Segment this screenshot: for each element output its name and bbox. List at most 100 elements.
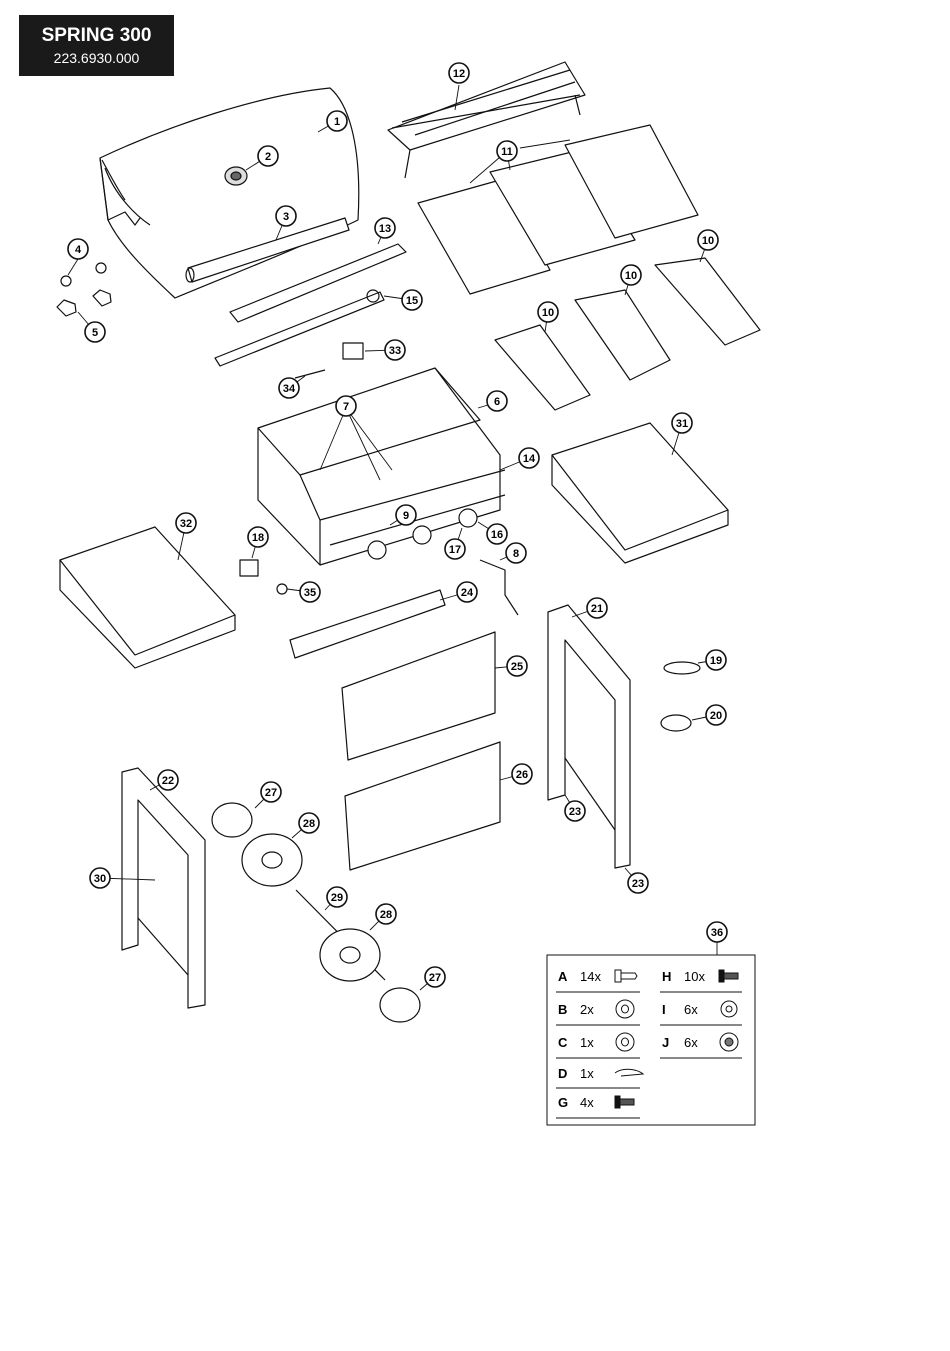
left-side-shelf [60, 527, 235, 668]
cooking-grates [418, 125, 698, 294]
electrode-wire [295, 370, 325, 378]
callout-22: 22 [158, 770, 178, 790]
hinge-pins [57, 290, 111, 316]
callout-label: 26 [516, 769, 528, 781]
hubcap-lower [380, 988, 420, 1022]
callout-label: 7 [343, 401, 349, 413]
callout-24: 24 [457, 582, 477, 602]
callout-9: 9 [396, 505, 416, 525]
callout-16: 16 [487, 524, 507, 544]
ignitor-button [240, 560, 258, 576]
callout-label: 34 [283, 383, 296, 395]
callout-label: 6 [494, 396, 500, 408]
callout-33: 33 [385, 340, 405, 360]
hubcap-upper [212, 803, 252, 837]
hardware-letter: H [662, 969, 671, 984]
right-leg-frame [548, 605, 630, 868]
callout-label: 31 [676, 418, 688, 430]
callout-label: 10 [625, 270, 637, 282]
callout-14: 14 [519, 448, 539, 468]
callout-label: 10 [702, 235, 714, 247]
callout-11: 11 [497, 141, 517, 161]
callout-label: 27 [265, 787, 277, 799]
callout-label: 5 [92, 327, 98, 339]
hardware-qty: 4x [580, 1095, 594, 1110]
callout-label: 3 [283, 211, 289, 223]
callout-36: 36 [707, 922, 727, 942]
callout-label: 20 [710, 710, 722, 722]
callout-label: 11 [501, 146, 513, 158]
tank-ring [661, 715, 691, 731]
callout-label: 12 [453, 68, 465, 80]
callout-10: 10 [621, 265, 641, 285]
hardware-qty: 1x [580, 1035, 594, 1050]
callout-label: 8 [513, 548, 519, 560]
callout-10: 10 [538, 302, 558, 322]
callout-label: 1 [334, 116, 340, 128]
hinge-nuts [61, 263, 106, 286]
callout-label: 35 [304, 587, 316, 599]
callout-label: 13 [379, 223, 391, 235]
callout-label: 22 [162, 775, 174, 787]
callout-27: 27 [261, 782, 281, 802]
callout-31: 31 [672, 413, 692, 433]
lower-door-panel [345, 742, 500, 870]
callout-13: 13 [375, 218, 395, 238]
callout-label: 30 [94, 873, 106, 885]
callout-label: 15 [406, 295, 418, 307]
callout-23: 23 [628, 873, 648, 893]
wheel-lower [320, 929, 380, 981]
callout-label: 14 [523, 453, 536, 465]
wheel-upper [242, 834, 302, 886]
callout-7: 7 [336, 396, 356, 416]
callout-label: 33 [389, 345, 401, 357]
hose-clip [664, 662, 700, 674]
hardware-letter: C [558, 1035, 568, 1050]
left-leg-frame [122, 768, 205, 1008]
callout-32: 32 [176, 513, 196, 533]
callout-23: 23 [565, 801, 585, 821]
hardware-qty: 10x [684, 969, 705, 984]
callout-label: 17 [449, 544, 461, 556]
hardware-qty: 2x [580, 1002, 594, 1017]
upper-door-panel [342, 632, 495, 760]
callout-28: 28 [376, 904, 396, 924]
callout-29: 29 [327, 887, 347, 907]
callout-label: 36 [711, 927, 723, 939]
callout-label: 18 [252, 532, 264, 544]
right-side-shelf [552, 423, 728, 563]
callout-label: 4 [75, 244, 82, 256]
callout-label: 19 [710, 655, 722, 667]
callout-6: 6 [487, 391, 507, 411]
callout-label: 23 [569, 806, 581, 818]
hardware-qty: 14x [580, 969, 601, 984]
callout-label: 29 [331, 892, 343, 904]
thermometer [225, 167, 247, 185]
hardware-qty: 6x [684, 1035, 698, 1050]
callout-label: 28 [303, 818, 315, 830]
callout-5: 5 [85, 322, 105, 342]
hardware-qty: 1x [580, 1066, 594, 1081]
hardware-letter: G [558, 1095, 568, 1110]
ignitor-nut [277, 584, 287, 594]
callout-21: 21 [587, 598, 607, 618]
callout-10: 10 [698, 230, 718, 250]
hardware-letter: B [558, 1002, 567, 1017]
callout-25: 25 [507, 656, 527, 676]
callout-15: 15 [402, 290, 422, 310]
callout-label: 21 [591, 603, 603, 615]
callout-34: 34 [279, 378, 299, 398]
callout-label: 28 [380, 909, 392, 921]
match-holder [480, 560, 518, 615]
ignitor-module [343, 343, 363, 359]
callout-label: 9 [403, 510, 409, 522]
firebox [258, 368, 505, 565]
callout-label: 10 [542, 307, 554, 319]
callout-28: 28 [299, 813, 319, 833]
callout-4: 4 [68, 239, 88, 259]
hardware-qty: 6x [684, 1002, 698, 1017]
callout-label: 23 [632, 878, 644, 890]
hardware-letter: D [558, 1066, 567, 1081]
